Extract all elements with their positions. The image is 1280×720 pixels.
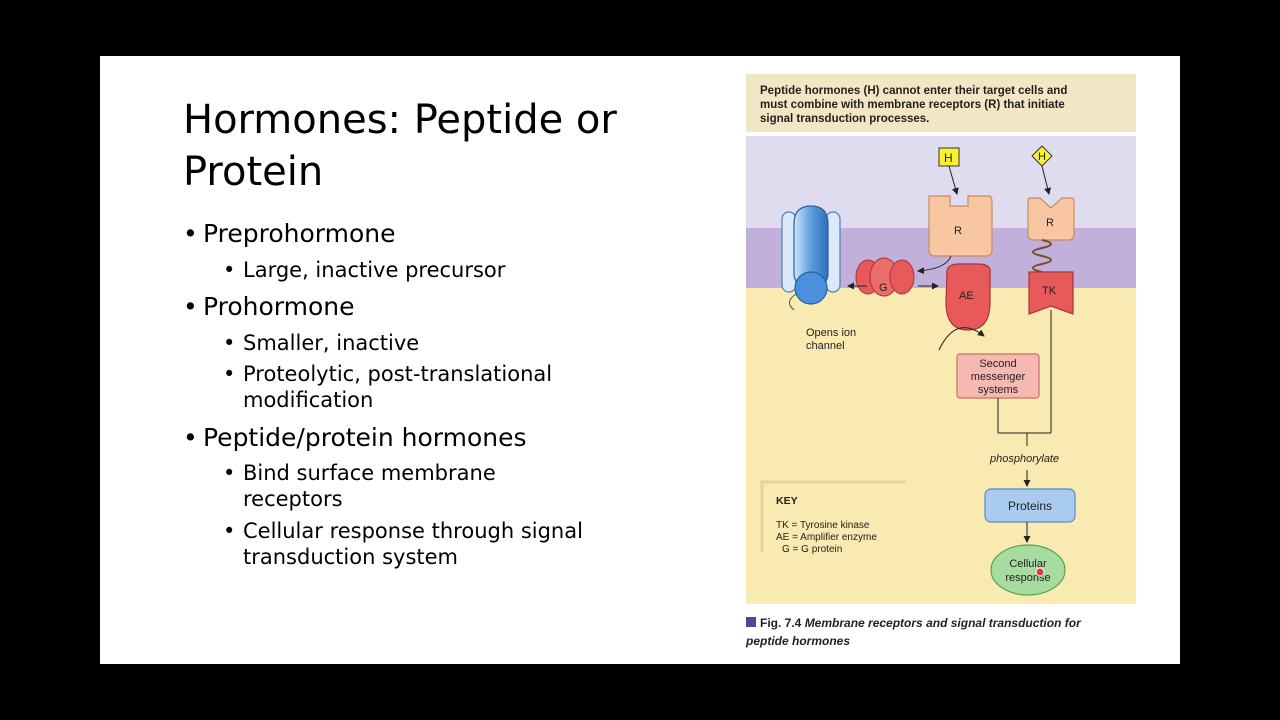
receptor-1 bbox=[928, 195, 993, 257]
header-line-1: Peptide hormones (H) cannot enter their … bbox=[760, 85, 1067, 97]
amplifier-enzyme bbox=[945, 263, 991, 331]
key-frame bbox=[760, 480, 906, 552]
amplifier-label: AE bbox=[959, 290, 974, 302]
slide: Hormones: Peptide or Protein •Preprohorm… bbox=[100, 56, 1180, 664]
header-line-2: must combine with membrane receptors (R)… bbox=[760, 99, 1065, 111]
sub-bullet: •Smaller, inactive bbox=[223, 331, 420, 355]
ion-channel-label-1: Opens ion bbox=[806, 327, 856, 339]
receptor-2-label: R bbox=[1046, 217, 1054, 229]
ion-channel-label-2: channel bbox=[806, 340, 845, 352]
key-title: KEY bbox=[776, 495, 798, 507]
sub-bullet: •Large, inactive precursor bbox=[223, 258, 506, 282]
cellular-response bbox=[990, 544, 1066, 596]
sub-bullet: •Bind surface membrane receptors bbox=[223, 461, 496, 511]
ion-channel bbox=[781, 205, 841, 311]
bullet-peptide-protein-hormones: •Peptide/protein hormones bbox=[183, 423, 527, 452]
phosphorylate-label: phosphorylate bbox=[989, 453, 1059, 465]
second-messenger-label-1: Second bbox=[979, 358, 1016, 370]
sub-bullet: •Cellular response through signal transd… bbox=[223, 519, 583, 569]
receptor-coil bbox=[1032, 239, 1052, 273]
signal-transduction-diagram: Peptide hormones (H) cannot enter their … bbox=[746, 74, 1136, 604]
sub-bullet: •Proteolytic, post-translational modific… bbox=[223, 362, 553, 412]
receptor-2 bbox=[1027, 197, 1075, 241]
tk-label: TK bbox=[1042, 285, 1057, 297]
tyrosine-kinase bbox=[1028, 271, 1074, 315]
slide-title: Hormones: Peptide or Protein bbox=[183, 97, 617, 195]
key-item-g: G = G protein bbox=[782, 544, 842, 555]
figure-header bbox=[746, 74, 1136, 132]
hormone-1-label: H bbox=[944, 151, 953, 165]
proteins-label: Proteins bbox=[1008, 499, 1052, 513]
key-item-ae: AE = Amplifier enzyme bbox=[776, 532, 877, 543]
cellular-response-label-1: Cellular bbox=[1009, 558, 1047, 570]
hormone-2-label: H bbox=[1038, 151, 1046, 163]
caption-marker bbox=[746, 617, 756, 627]
second-messenger-label-3: systems bbox=[978, 384, 1019, 396]
figure-caption: Fig. 7.4 Membrane receptors and signal t… bbox=[746, 616, 1081, 648]
bullet-preprohormone: •Preprohormone bbox=[183, 219, 396, 248]
cytoplasm-region bbox=[746, 288, 1136, 604]
header-line-3: signal transduction processes. bbox=[760, 113, 929, 125]
g-protein-label: G bbox=[879, 282, 888, 294]
second-messenger-label-2: messenger bbox=[971, 371, 1026, 383]
receptor-1-label: R bbox=[954, 225, 962, 237]
cursor-pointer bbox=[1035, 567, 1045, 577]
key-item-tk: TK = Tyrosine kinase bbox=[776, 520, 870, 531]
proteins-box bbox=[984, 488, 1076, 523]
bullet-prohormone: •Prohormone bbox=[183, 292, 355, 321]
